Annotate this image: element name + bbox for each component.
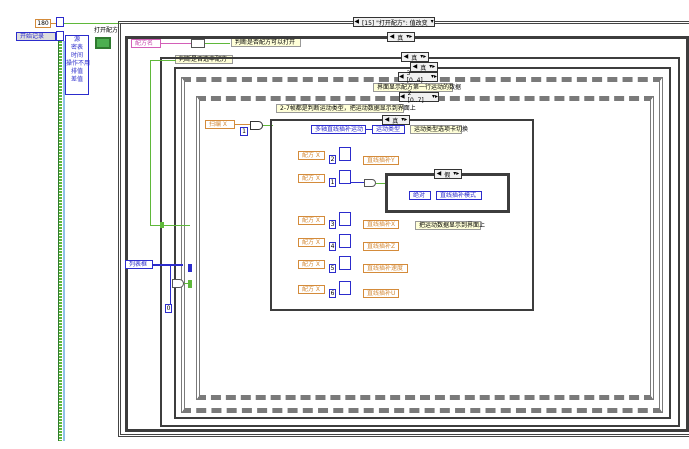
wire bbox=[170, 264, 171, 304]
wire bbox=[150, 60, 151, 226]
indicator-u: 直线插补U bbox=[363, 289, 399, 298]
cluster-item: 时间 bbox=[70, 52, 83, 59]
index-array-icon bbox=[339, 147, 351, 161]
config-x-local: 配方 X bbox=[298, 174, 325, 183]
open-config-button-terminal[interactable] bbox=[95, 37, 111, 49]
cluster-item: 差值 bbox=[70, 76, 83, 83]
absolute-enum: 绝对 bbox=[409, 191, 431, 200]
numeric-constant-0: 0 bbox=[165, 304, 172, 313]
case-selector-3[interactable]: ◀ 真 ▾▸ bbox=[410, 62, 438, 72]
config-x-local: 配方 X bbox=[298, 260, 325, 269]
compare-function bbox=[364, 179, 376, 187]
index-const: 4 bbox=[329, 242, 336, 251]
wire bbox=[153, 264, 183, 266]
mode-local: 直线插补模式 bbox=[436, 191, 482, 200]
numeric-constant-180: 180 bbox=[35, 19, 51, 28]
cluster-item: 源 bbox=[73, 36, 80, 43]
start-record-local: 开始记录 bbox=[16, 32, 56, 41]
green-terminal-icon bbox=[160, 222, 164, 228]
comment-motion-card: 运动类型选项卡切换 bbox=[410, 125, 468, 134]
event-case-selector[interactable]: ◀ [15] "打开配方": 值改变 ▾ bbox=[353, 17, 435, 27]
index-const: 5 bbox=[329, 264, 336, 273]
config-local-variable: 配方名 bbox=[131, 39, 161, 48]
open-config-label: 打开配方 bbox=[94, 27, 119, 34]
index-array-icon bbox=[339, 234, 351, 248]
blue-terminal-icon bbox=[56, 31, 64, 41]
index-array-icon bbox=[339, 281, 351, 295]
case-structure-4 bbox=[270, 119, 534, 311]
cluster-item: 密表 bbox=[70, 44, 83, 51]
compare-function bbox=[191, 39, 205, 48]
indicator-speed: 直线插补速度 bbox=[363, 264, 408, 273]
sequence-selector-1[interactable]: ◀ 3 [0..4] ▾▸ bbox=[398, 70, 438, 84]
wire bbox=[150, 225, 190, 226]
wire bbox=[351, 182, 364, 183]
comment-show-ui: 把运动数据显示到界面上 bbox=[415, 221, 485, 230]
case-selector-5[interactable]: ◀ 假 ▾▸ bbox=[434, 169, 462, 179]
wire bbox=[235, 124, 250, 125]
cluster-item: 操作不用 bbox=[66, 60, 91, 67]
wire bbox=[205, 43, 230, 44]
indicator-x: 直线插补X bbox=[363, 220, 399, 229]
indicator-y: 直线插补Y bbox=[363, 156, 399, 165]
cluster-item: 排值 bbox=[70, 68, 83, 75]
indicator-z: 直线插补Z bbox=[363, 242, 399, 251]
dropdown-arrow-icon: ▾ bbox=[430, 18, 434, 25]
comment-display-first-row: 界面显示配方第一行运动的数据 bbox=[373, 83, 461, 92]
wire bbox=[51, 23, 56, 24]
motion-type-local: 运动类型 bbox=[372, 125, 405, 134]
blue-terminal-icon bbox=[188, 264, 192, 272]
green-terminal-icon bbox=[188, 280, 192, 288]
index-const: 2 bbox=[329, 155, 336, 164]
index-array-icon bbox=[339, 212, 351, 226]
scan-local-variable: 扫编 X bbox=[205, 120, 235, 129]
shift-register-bar bbox=[58, 41, 62, 441]
wire bbox=[263, 125, 273, 126]
blue-terminal-icon bbox=[56, 17, 64, 27]
wire bbox=[376, 183, 386, 184]
config-x-local: 配方 X bbox=[298, 238, 325, 247]
comment-choose-config: 判断是否选中配方 bbox=[175, 55, 233, 64]
sequence-selector-2[interactable]: ◀ 2 [0..7] ▾▸ bbox=[399, 90, 439, 104]
listbox-local: 列表框 bbox=[125, 260, 153, 269]
wire bbox=[150, 60, 176, 61]
index-array-icon bbox=[339, 256, 351, 270]
case-selector-4[interactable]: ◀ 真 ▾▸ bbox=[382, 115, 410, 125]
compare-triangle bbox=[250, 121, 263, 130]
index-const: 1 bbox=[329, 178, 336, 187]
multi-axis-local: 多轴直线插补运动 bbox=[311, 125, 366, 134]
compare-function bbox=[172, 279, 184, 288]
wire bbox=[161, 43, 191, 44]
index-const: 3 bbox=[329, 220, 336, 229]
case-selector-2[interactable]: ◀ 真 ▾▸ bbox=[401, 52, 429, 62]
numeric-constant-1: 1 bbox=[240, 127, 248, 136]
wire bbox=[366, 129, 372, 130]
index-array-icon bbox=[339, 170, 351, 184]
shift-register-bar bbox=[63, 41, 65, 441]
case-selector-1[interactable]: ◀ 真 ▾▸ bbox=[387, 32, 415, 42]
comment-frame-note: 2-7帧都是判断运动类型，把运动数据显示到界面上 bbox=[276, 104, 416, 113]
wire bbox=[184, 283, 190, 284]
index-const: 6 bbox=[329, 289, 336, 298]
config-x-local: 配方 X bbox=[298, 285, 325, 294]
config-x-local: 配方 X bbox=[298, 216, 325, 225]
cluster-unbundle: 源 密表 时间 操作不用 排值 差值 bbox=[65, 35, 91, 95]
config-x-local: 配方 X bbox=[298, 151, 325, 160]
